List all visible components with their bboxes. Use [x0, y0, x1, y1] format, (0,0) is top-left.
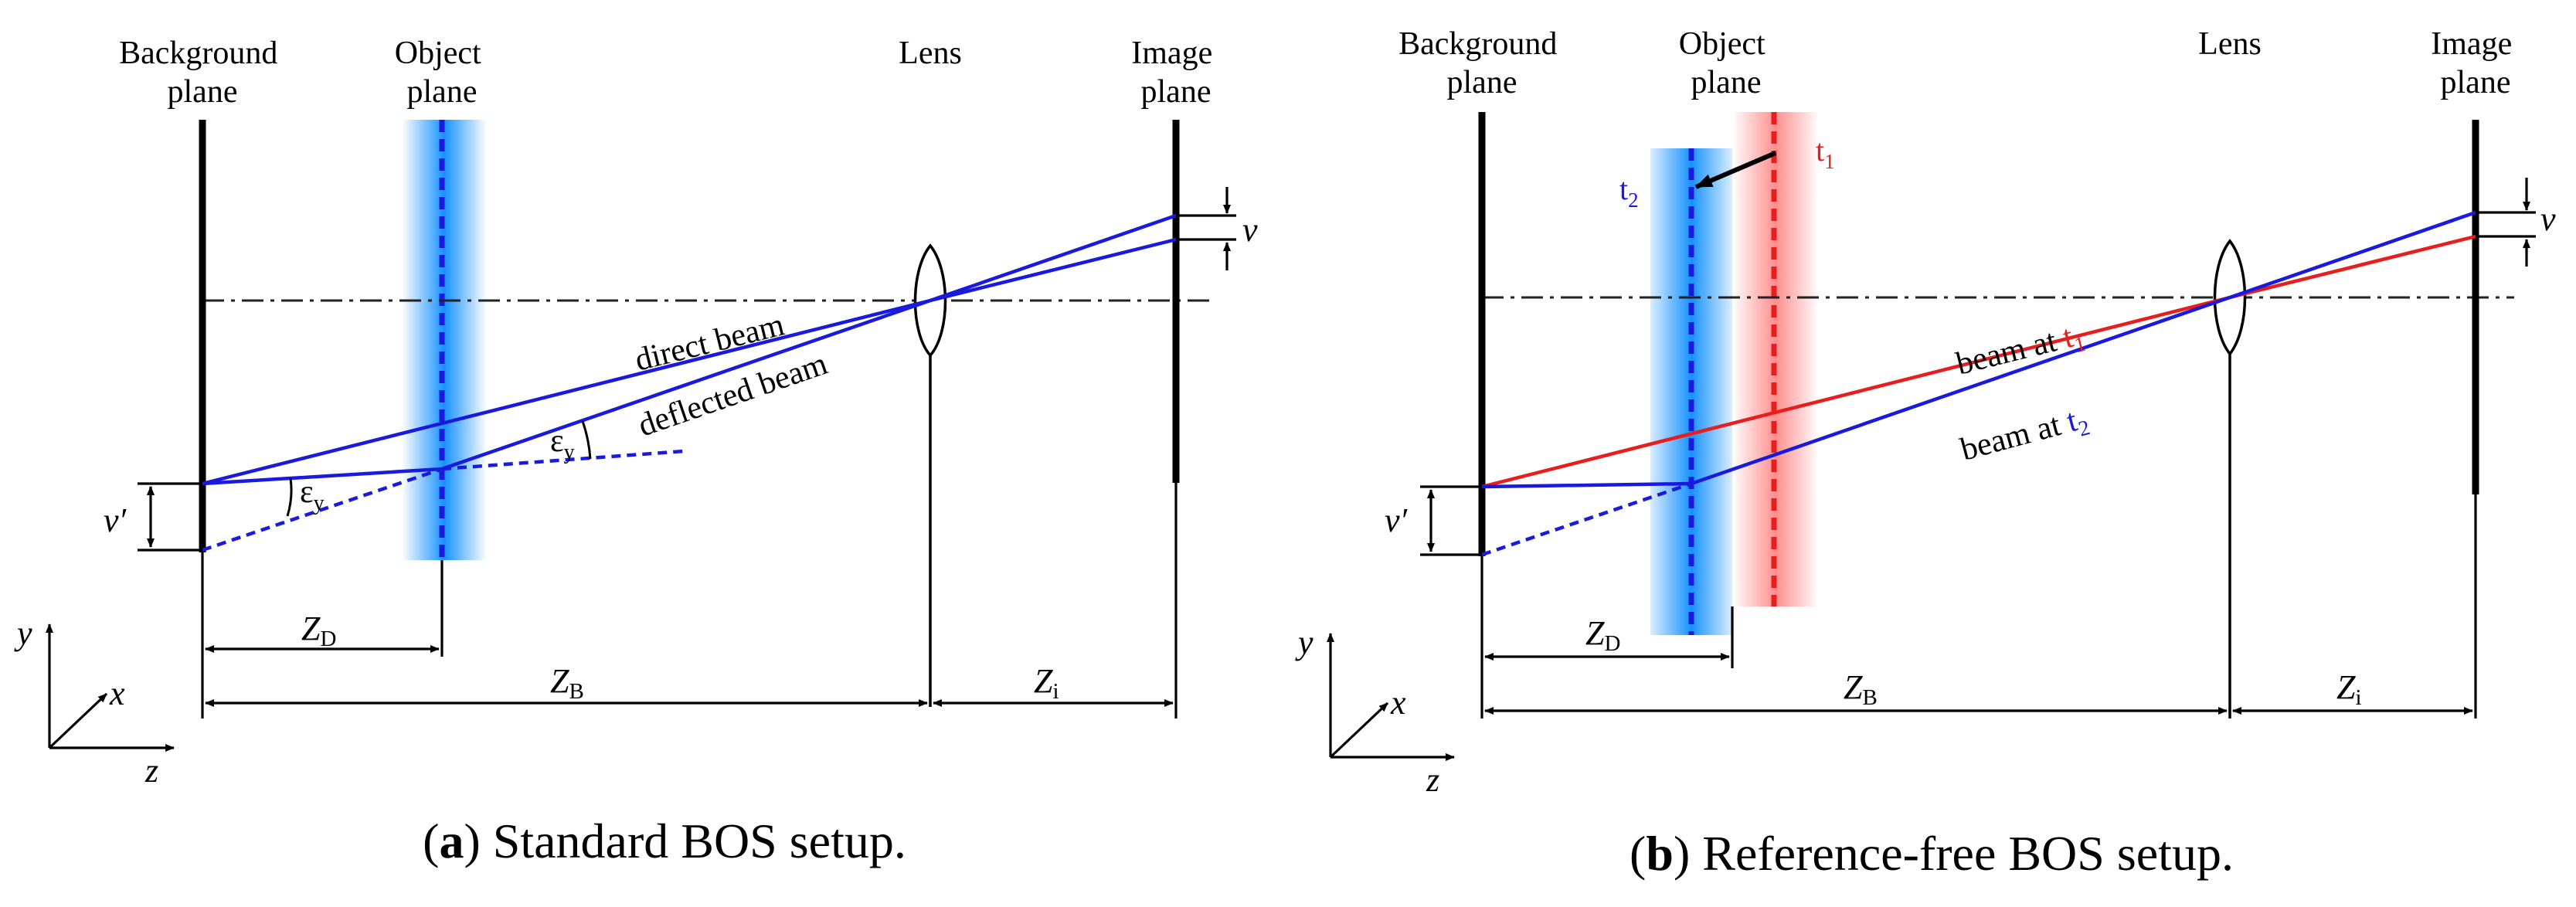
z-dimensions-b	[1480, 494, 2477, 718]
z-d-label: ZD	[301, 610, 336, 651]
schlieren-object-t1	[1735, 112, 1816, 606]
coordinate-axes	[46, 623, 175, 752]
object-plane-label-b: Object plane	[1679, 26, 1773, 100]
z-i-label: Zi	[1034, 662, 1059, 704]
epsilon-left: εy	[300, 474, 325, 515]
v-prime-dimension-b	[1420, 485, 1482, 556]
coordinate-axes-b	[1327, 633, 1455, 761]
v-dimension	[1176, 187, 1236, 270]
v-prime-label-b: v′	[1385, 501, 1409, 539]
direct-beam-after-lens	[929, 237, 1177, 303]
lens-label: Lens	[899, 36, 962, 71]
object-plane-label: Object plane	[395, 36, 489, 110]
virtual-beam-b	[1481, 481, 1692, 557]
undeflected-extension	[441, 449, 685, 471]
z-dimensions	[201, 483, 1178, 718]
beams-b	[1481, 210, 2476, 557]
z-d-label-b: ZD	[1585, 614, 1620, 656]
axis-x-label-b: x	[1390, 684, 1406, 722]
axis-y-label-b: y	[1295, 623, 1313, 661]
t1-label: t1	[1816, 133, 1835, 173]
angle-arc-left	[286, 477, 293, 517]
v-dimension-b	[2476, 178, 2536, 267]
beam-t1-before-lens	[1481, 295, 2231, 489]
image-plane-label-b: Image plane	[2431, 26, 2520, 100]
z-b-label-b: ZB	[1844, 668, 1878, 710]
angle-arc-right	[581, 420, 592, 460]
z-i-label-b: Zi	[2336, 668, 2362, 710]
beam-t2-after-lens	[2229, 210, 2476, 300]
axis-x-label: x	[109, 674, 125, 712]
axis-z-label-b: z	[1426, 761, 1439, 799]
virtual-beam	[202, 467, 443, 552]
background-plane-label-b: Background plane	[1398, 26, 1565, 100]
image-plane-label: Image plane	[1131, 36, 1220, 110]
beam-t1-after-lens	[2229, 234, 2476, 300]
axis-z-label: z	[144, 752, 158, 790]
epsilon-right: εy	[550, 423, 575, 464]
v-label: v	[1242, 211, 1258, 249]
panel-a: Background plane Object plane Lens Image…	[14, 36, 1258, 868]
lens-label-b: Lens	[2198, 26, 2262, 62]
shift-arrow	[1694, 151, 1777, 189]
deflected-beam-after-lens	[929, 213, 1177, 303]
beam-t1-label: beam at t1	[1952, 316, 2088, 386]
beam-t2-before-lens	[1691, 295, 2231, 486]
z-b-label: ZB	[550, 662, 584, 704]
v-prime-dimension	[138, 482, 202, 552]
caption-a: (a) Standard BOS setup.	[423, 814, 906, 868]
beams	[202, 213, 1177, 552]
beam-to-object	[202, 467, 443, 486]
panel-b: Background plane Object plane Lens Image…	[1295, 26, 2556, 881]
t2-label: t2	[1619, 172, 1639, 212]
beam-t2-label: beam at t2	[1957, 400, 2093, 473]
caption-b: (b) Reference-free BOS setup.	[1630, 826, 2234, 881]
v-label-b: v	[2540, 200, 2556, 238]
direct-beam-before-lens	[202, 298, 931, 486]
axis-y-label: y	[14, 614, 32, 652]
deflected-beam-before-lens	[441, 298, 931, 471]
background-plane-label: Background plane	[119, 36, 286, 110]
beam-t2-to-object	[1481, 481, 1692, 489]
v-prime-label: v′	[104, 501, 127, 539]
